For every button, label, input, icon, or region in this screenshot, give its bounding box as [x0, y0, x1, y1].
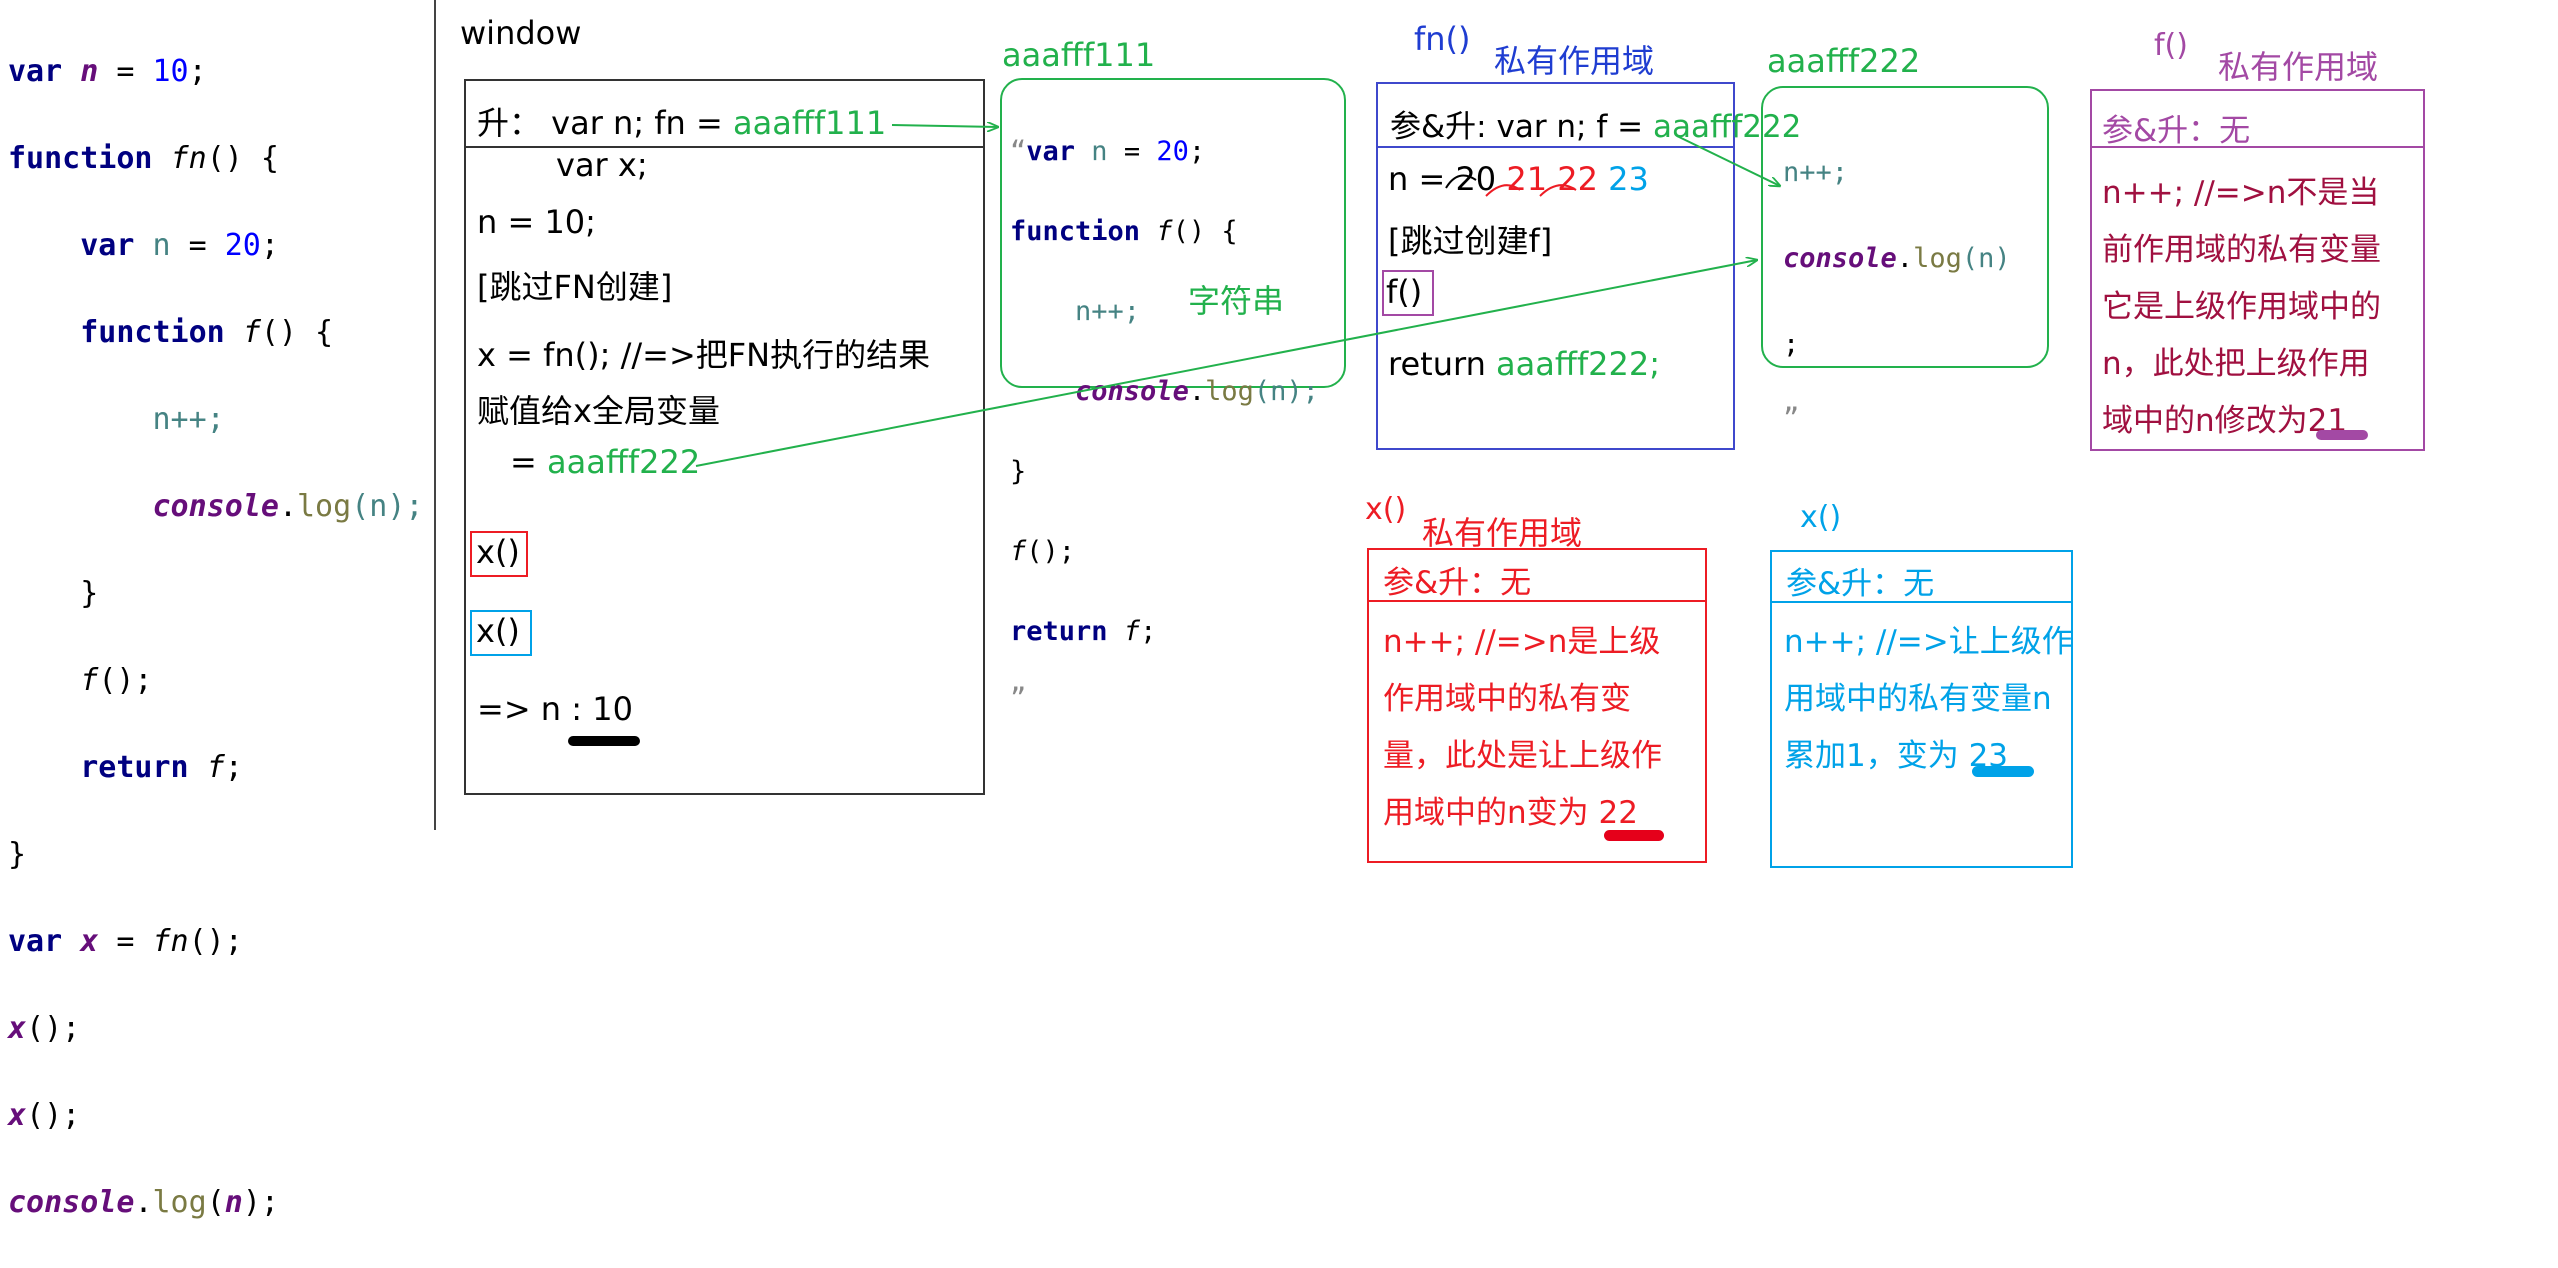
code-line-6: console.log(n); [152, 488, 424, 524]
window-var-x: var x; [556, 146, 648, 184]
strike-marks [1445, 174, 1577, 197]
window-x-call-1 [470, 531, 528, 577]
x2-scope-explanation: n++; //=>让上级作 用域中的私有变量n 累加1，变为 23 [1784, 624, 2073, 774]
code-line-13: x(); [8, 1097, 81, 1133]
x2-scope-param: 参&升：无 [1786, 566, 1935, 602]
heap1-box [1000, 78, 1346, 388]
f-scope-explanation: n++; //=>n不是当 前作用域的私有变量 它是上级作用域中的 n，此处把上… [2102, 175, 2381, 439]
window-assign-3: = aaafff222 [510, 443, 701, 481]
arrows [695, 0, 2558, 467]
x2-scope-box [1770, 550, 2073, 868]
heap1-label: aaafff111 [1002, 36, 1156, 74]
underline-21 [2316, 430, 2368, 440]
code-line-2: function fn() { [8, 140, 279, 176]
code-line-7: } [80, 575, 99, 611]
code-line-8: f(); [80, 662, 153, 698]
window-box [464, 79, 985, 795]
heap2-box [1761, 86, 2049, 368]
x2-scope-call: x() [1800, 500, 1842, 535]
heap1-caption: 字符串 [1188, 282, 1285, 320]
code-line-9: return f; [80, 749, 243, 785]
fn-scope-hoist: 参&升: var n; f = aaafff222 [1390, 109, 1802, 145]
code-line-14: console.log(n); [8, 1184, 279, 1220]
fn-scope-box [1376, 82, 1735, 450]
f-scope-title: 私有作用域 [2218, 48, 2379, 86]
arrow-window-to-heap1 [891, 125, 998, 127]
fn-scope-return: return aaafff222; [1388, 345, 1661, 383]
x1-scope-box [1367, 548, 1707, 863]
window-result: => n : 10 [477, 690, 633, 728]
underline-23 [1972, 766, 2034, 777]
x1-scope-param: 参&升：无 [1383, 565, 1532, 601]
arrow-fn-hoist-to-heap2 [1676, 135, 1780, 186]
x2-scope-divider [1770, 601, 2073, 603]
f-scope-call: f() [2154, 28, 2188, 63]
window-assign-1: x = fn(); //=>把FN执行的结果 [477, 336, 931, 374]
code-line-5: n++; [152, 401, 225, 437]
underline-22 [1604, 830, 1664, 841]
fn-scope-divider [1376, 146, 1735, 148]
divider [434, 0, 436, 830]
code-line-11: var x = fn(); [8, 923, 243, 959]
fn-scope-f-call-box [1382, 270, 1434, 316]
n-value-21: 21 [1506, 160, 1548, 198]
underline-10 [568, 736, 640, 746]
arrow-x-to-heap2 [695, 260, 1757, 467]
window-hoist-divider [464, 146, 985, 148]
fn-scope-title: 私有作用域 [1494, 42, 1655, 80]
x1-scope-value: 22 [1598, 795, 1638, 831]
heap2-code: n++; console.log(n) ; ” [1783, 157, 2011, 434]
code-line-12: x(); [8, 1010, 81, 1046]
f-scope-param: 参&升：无 [2102, 113, 2251, 149]
fn-scope-skip-f: [跳过创建f] [1388, 222, 1553, 260]
heap2-label: aaafff222 [1767, 42, 1921, 80]
x1-scope-title: 私有作用域 [1422, 514, 1583, 552]
code-line-4: function f() { [80, 314, 334, 350]
n-value-23: 23 [1608, 160, 1649, 198]
fn-scope-f-call: f() [1386, 273, 1423, 311]
window-assign-2: 赋值给x全局变量 [477, 392, 720, 430]
code-line-10: } [8, 836, 27, 872]
x1-scope-explanation: n++; //=>n是上级 作用域中的私有变 量，此处是让上级作 用域中的n变为… [1383, 624, 1662, 831]
window-x-call-2 [470, 610, 532, 656]
window-hoist: 升： var n; fn = aaafff111 [477, 104, 887, 142]
f-scope-divider [2090, 146, 2425, 148]
f-scope-box [2090, 89, 2425, 451]
window-skip-fn: [跳过FN创建] [477, 268, 673, 306]
x1-scope-call: x() [1365, 492, 1407, 527]
n-value-22: 22 [1557, 160, 1598, 198]
window-x-call-2-label: x() [476, 612, 520, 650]
window-title: window [460, 14, 582, 52]
fn-scope-call: fn() [1414, 20, 1471, 58]
window-x-call-1-label: x() [476, 533, 520, 571]
code-line-3: var n = 20; [80, 227, 279, 263]
window-n10: n = 10; [477, 203, 596, 241]
x1-scope-divider [1367, 600, 1707, 602]
code-line-1: var n = 10; [8, 53, 207, 89]
fn-scope-n: n = 20 21 22 23 [1388, 160, 1649, 198]
